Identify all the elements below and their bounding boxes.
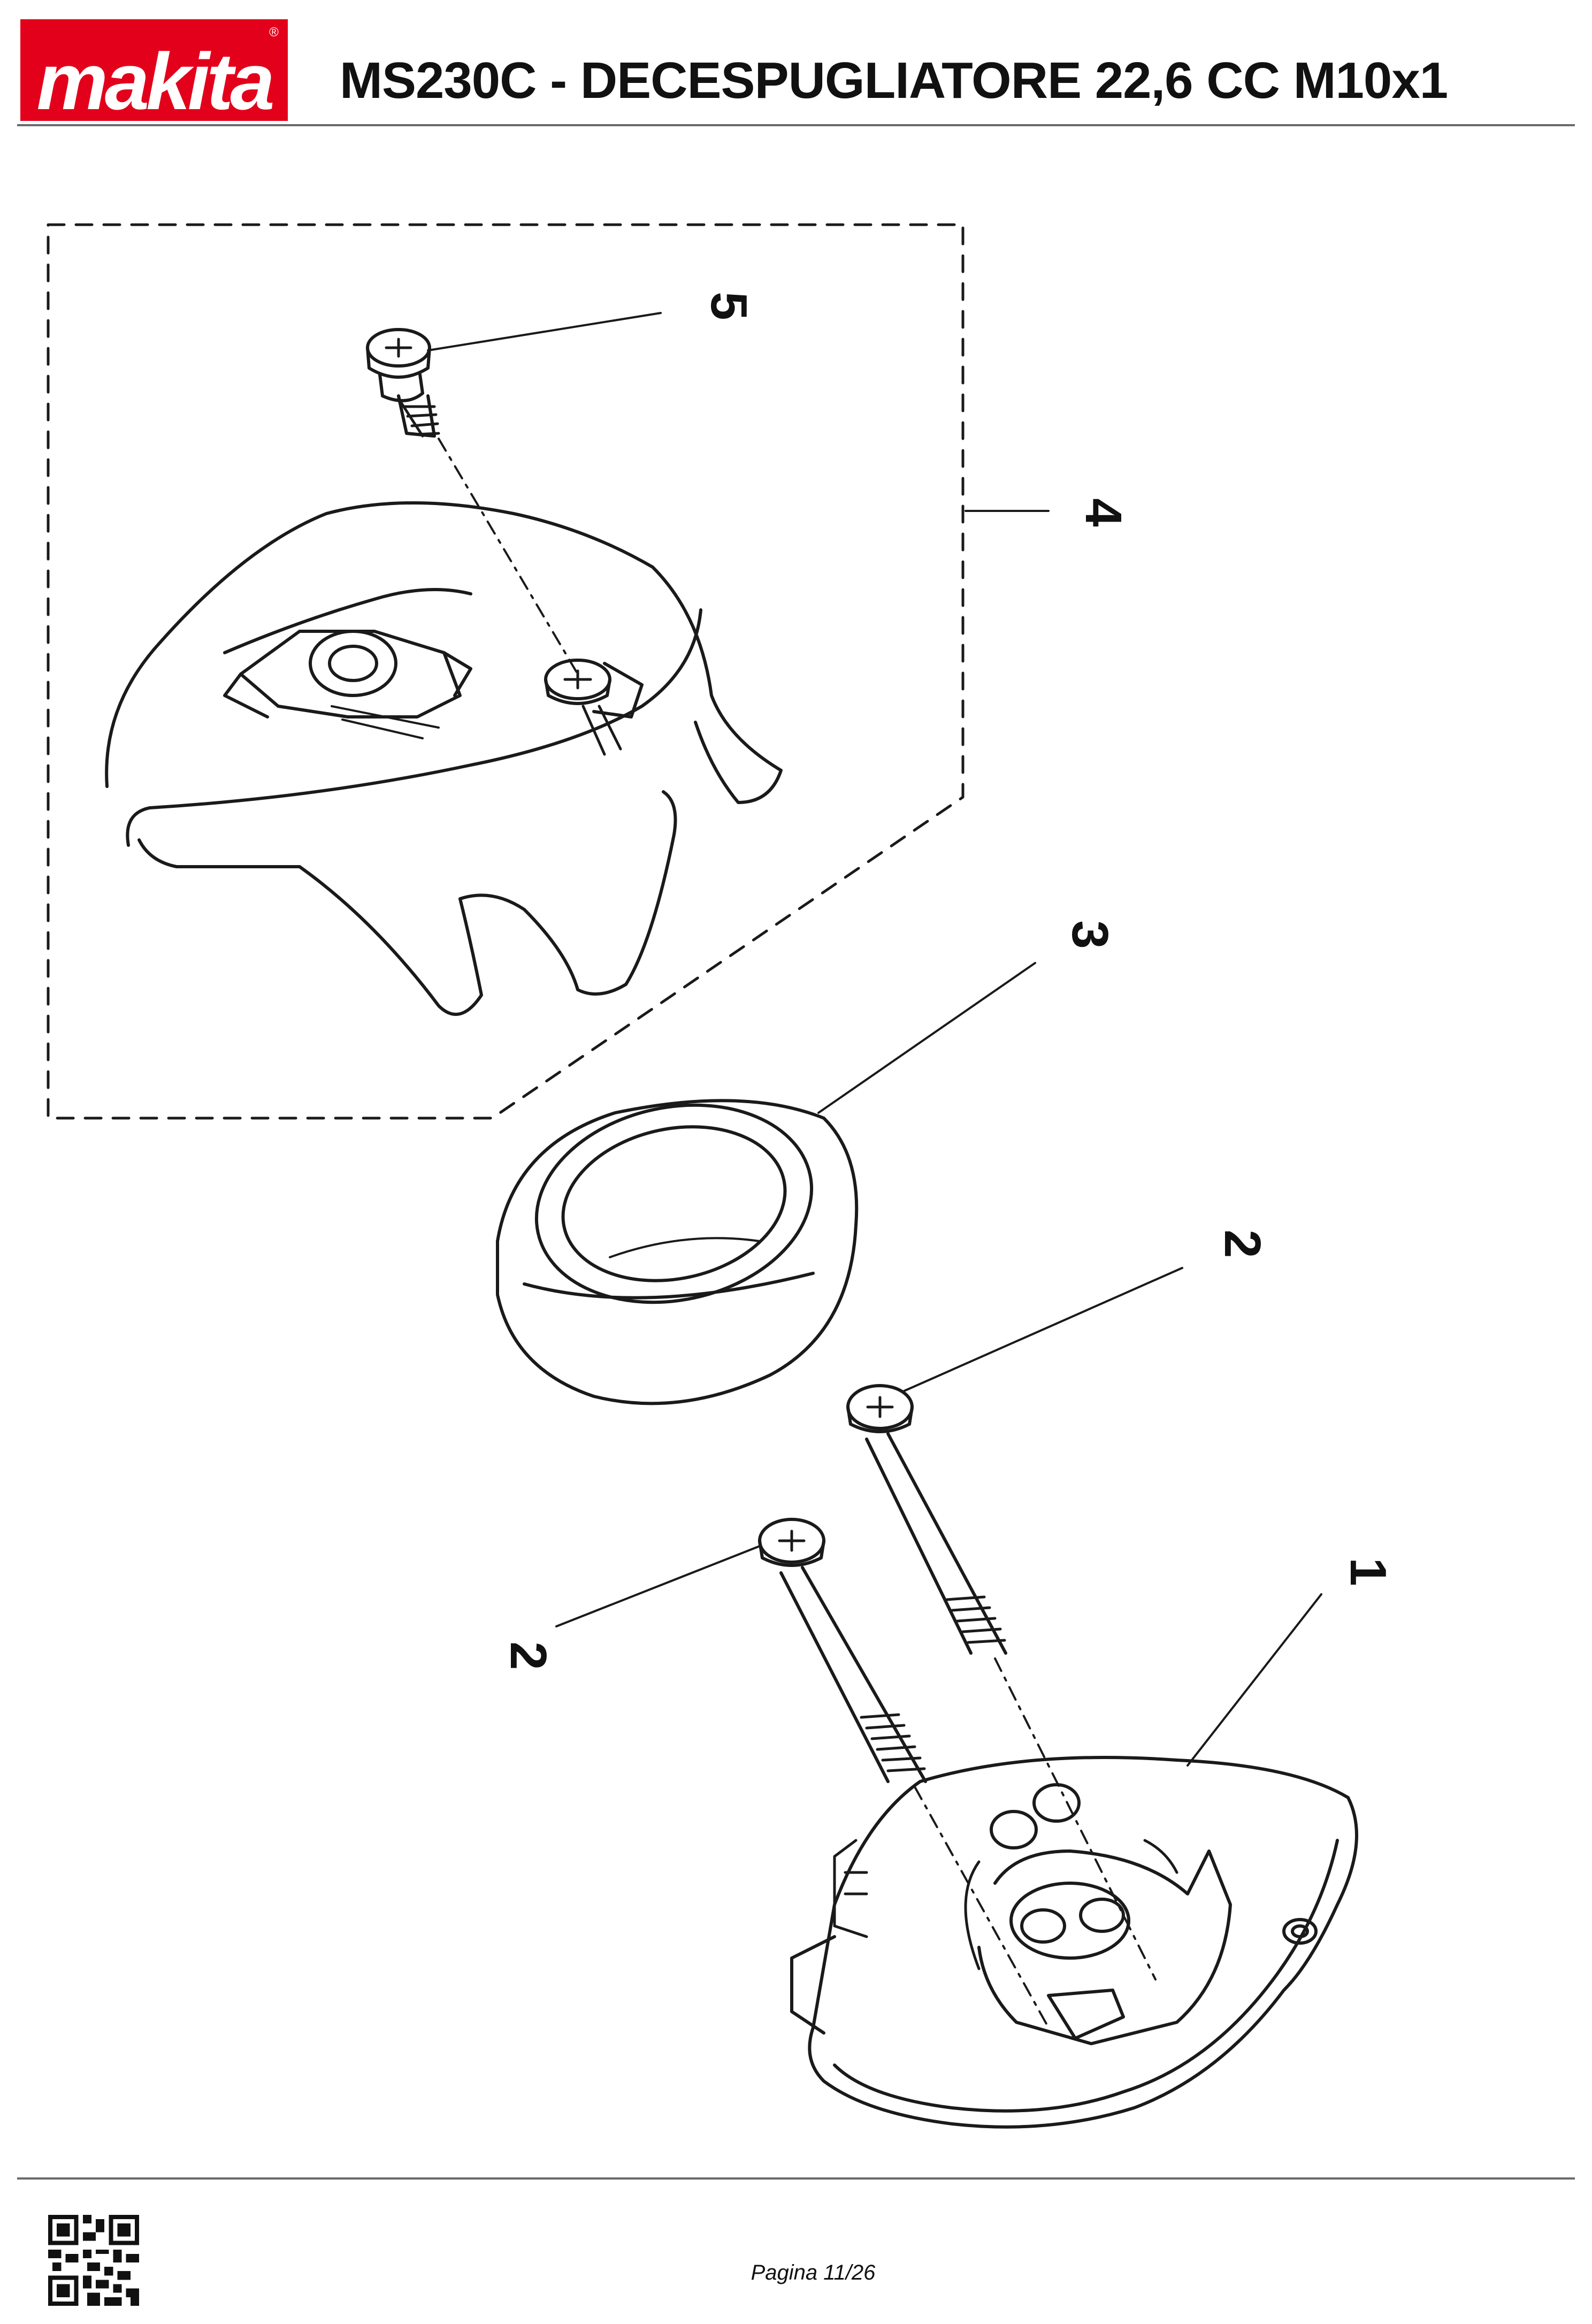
qr-code-icon[interactable] [48, 2215, 139, 2306]
makita-logo: makita ® [20, 19, 288, 121]
callout-3: 3 [1061, 920, 1119, 949]
part-5-screw [366, 328, 579, 675]
leader-lines [427, 312, 1322, 1767]
header-divider [17, 124, 1575, 126]
callout-5: 5 [700, 292, 757, 320]
callout-2-upper: 2 [1214, 1229, 1271, 1258]
assembly-boundary [47, 223, 965, 1120]
logo-wordmark: makita [36, 36, 273, 121]
exploded-parts-diagram: 5 4 3 2 1 2 [47, 223, 1397, 2129]
part-2-screw-lower [758, 1518, 1050, 2029]
part-3-ring [496, 1099, 859, 1405]
callout-1: 1 [1340, 1557, 1397, 1586]
callout-2-lower: 2 [500, 1641, 557, 1670]
part-2-screw-upper [846, 1384, 1157, 1981]
logo-background [20, 19, 288, 121]
registered-mark: ® [269, 25, 279, 40]
part-1-base [790, 1756, 1358, 2129]
page-title: MS230C - DECESPUGLIATORE 22,6 CC M10x1 [340, 52, 1448, 109]
page-number: Pagina 11/26 [751, 2261, 876, 2284]
callout-4: 4 [1075, 498, 1132, 526]
part-4-guard [105, 501, 783, 1016]
footer-divider [17, 2177, 1575, 2180]
